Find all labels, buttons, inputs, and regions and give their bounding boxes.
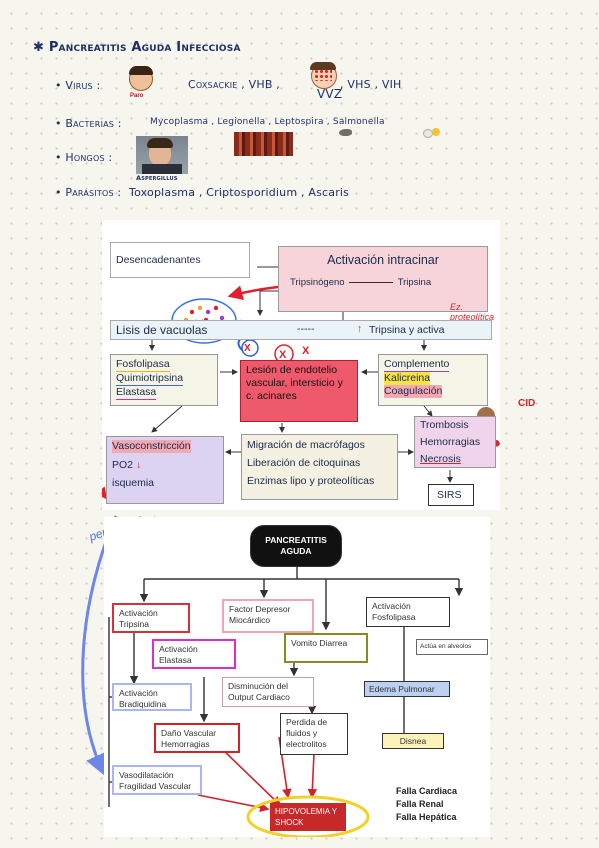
virus-line: • Virus :: [55, 79, 101, 92]
cascadas-box: Complemento Kalicreina Coagulación: [378, 354, 488, 406]
ez-proteolitica-note: Ez. proteolítica: [450, 302, 495, 322]
hipovolemia-box: HIPOVOLEMIA Y SHOCK: [270, 803, 346, 831]
bacteria-line: • Bacterias :: [55, 117, 122, 130]
aspergillus-caption: Aspergillus: [136, 174, 178, 182]
x-mark: X: [302, 345, 310, 357]
sirs-box: SIRS: [428, 484, 474, 506]
desencadenantes-box: Desencadenantes: [110, 242, 250, 278]
disnea-box: Disnea: [382, 733, 444, 749]
fallas-list: Falla Cardiaca Falla Renal Falla Hepátic…: [396, 786, 458, 822]
virus-items: Coxsackie , VHB ,: [188, 78, 280, 91]
vvz-label: VVZ: [317, 87, 343, 101]
tripsina-label: Tripsina: [397, 277, 432, 288]
lesion-box: Lesión de endotelio vascular, interstici…: [240, 360, 358, 422]
paro-caption: Paro: [130, 93, 144, 99]
vasoconstriccion-box: Vasoconstricción PO2 ↓ isquemia: [106, 436, 224, 504]
bacteria-items: Mycoplasma , Legionella , Leptospira , S…: [150, 117, 385, 127]
activacion-bradiquidina-box: Activación Bradiquidina: [112, 683, 192, 711]
virus-items-2: , VHS , VIH: [340, 78, 402, 91]
diagram-1: X X X Desencadenantes Activación intraci…: [102, 220, 535, 510]
parasitos-line: • Parásitos : Toxoplasma , Criptosporidi…: [55, 186, 350, 199]
rat-icon: [339, 129, 352, 136]
x-mark: X: [279, 349, 287, 361]
hongos-line: • Hongos :: [55, 151, 113, 164]
hipovolemia-highlight: [246, 795, 370, 837]
mushroom-photo: [234, 132, 293, 156]
disminucion-box: Disminución del Output Cardiaco: [222, 677, 314, 707]
consecuencias-box: Trombosis Hemorragias Necrosis: [414, 416, 496, 468]
cid-note: CID: [518, 398, 536, 409]
root-box: PANCREATITIS AGUDA: [250, 525, 342, 567]
vvz-hair: [310, 62, 336, 70]
enzimas-box: Fosfolipasa Quimiotripsina Elastasa: [110, 354, 218, 406]
vomito-box: Vomito Diarrea: [284, 633, 368, 663]
paro-hair: [129, 66, 153, 75]
actua-box: Actúa en alveolos: [416, 639, 488, 655]
activacion-fosfolipasa-box: Activación Fosfolipasa: [366, 597, 450, 627]
activacion-tripsina-box: Activación Tripsina: [112, 603, 190, 633]
portrait-photo: [136, 136, 188, 174]
vasodilatacion-box: Vasodilatación Fragilidad Vascular: [112, 765, 202, 795]
x-mark: X: [244, 343, 251, 354]
chick-icon-2: [432, 128, 440, 136]
diagram-2-lines: [108, 567, 464, 837]
dano-vascular-box: Daño Vascular Hemorragias: [154, 723, 240, 753]
vvz-spots: [314, 69, 332, 81]
diagram-2: PANCREATITIS AGUDA Activación Tripsina F…: [104, 517, 490, 837]
perdida-box: Perdida de fluidos y electrolitos: [280, 713, 348, 755]
activacion-intracinar-box: Activación intracinar Tripsinógeno Trips…: [278, 246, 488, 312]
activacion-elastasa-box: Activación Elastasa: [152, 639, 236, 669]
respuesta-box: Migración de macrófagos Liberación de ci…: [241, 434, 398, 500]
edema-box: Edema Pulmonar: [364, 681, 450, 697]
factor-depresor-box: Factor Depresor Miocárdico: [222, 599, 314, 633]
lisis-bar: Lisis de vacuolas ----- ↑ Tripsina y act…: [110, 320, 492, 340]
asterisk-icon: ✱: [33, 40, 45, 55]
notes-title: ✱ Pancreatitis Aguda Infecciosa: [33, 40, 241, 55]
